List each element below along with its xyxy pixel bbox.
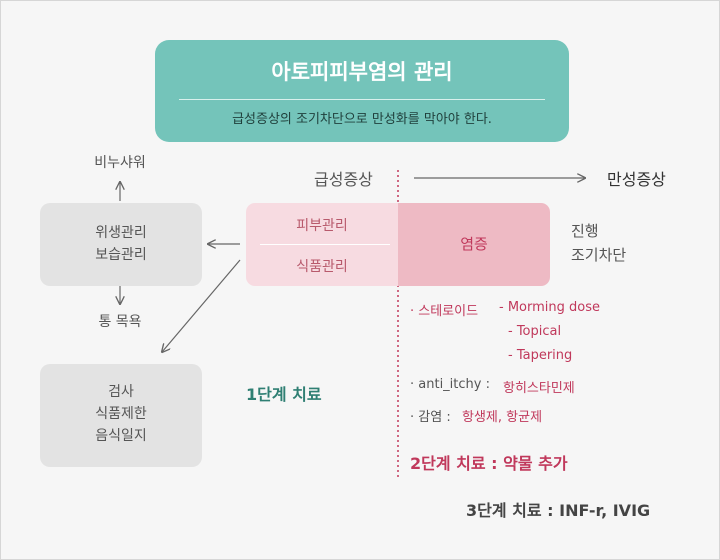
anti-itchy-value: 항히스타민제	[503, 381, 575, 396]
steroid-item-morning: - Morming dose	[499, 300, 600, 315]
soap-shower-label: 비누샤워	[94, 155, 146, 171]
arrow-to-test	[162, 259, 241, 352]
title-divider	[179, 99, 545, 100]
treatment-left-panel: 피부관리 식품관리	[246, 203, 398, 286]
test-line-1: 검사	[108, 384, 134, 400]
acute-label: 급성증상	[314, 170, 373, 189]
skin-care-label: 피부관리	[296, 218, 348, 234]
stage2-label: 2단계 치료 : 약물 추가	[410, 454, 568, 473]
food-care-label: 식품관리	[296, 259, 348, 275]
anti-itchy-label: · anti_itchy :	[410, 377, 490, 392]
title-subtitle: 급성증상의 조기차단으로 만성화를 막아야 한다.	[232, 112, 492, 127]
early-block-label: 조기차단	[571, 246, 627, 264]
title-main: 아토피피부염의 관리	[271, 60, 453, 84]
chronic-label: 만성증상	[607, 170, 666, 189]
care-line-2: 보습관리	[95, 247, 147, 263]
title-box: 아토피피부염의 관리 급성증상의 조기차단으로 만성화를 막아야 한다.	[155, 40, 569, 142]
steroid-label: · 스테로이드	[410, 304, 479, 319]
test-box: 검사 식품제한 음식일지	[40, 364, 202, 467]
treatment-box: 피부관리 식품관리 염증	[246, 203, 550, 286]
test-line-3: 음식일지	[95, 428, 147, 444]
steroid-item-tapering: - Tapering	[508, 348, 573, 363]
test-line-2: 식품제한	[95, 406, 147, 422]
care-line-1: 위생관리	[95, 225, 147, 241]
care-box: 위생관리 보습관리	[40, 203, 202, 286]
bath-label: 통 목욕	[98, 314, 142, 330]
stage1-label: 1단계 치료	[246, 385, 322, 404]
infection-value: 항생제, 항균제	[462, 410, 543, 425]
stage3-label: 3단계 치료 : INF-r, IVIG	[466, 501, 651, 520]
progress-label: 진행	[571, 222, 599, 240]
steroid-item-topical: - Topical	[508, 324, 562, 339]
inflammation-label: 염증	[460, 235, 488, 253]
infection-label: · 감염 :	[410, 410, 451, 425]
treatment-divider	[260, 244, 390, 245]
treatment-right-panel: 염증	[398, 203, 550, 286]
